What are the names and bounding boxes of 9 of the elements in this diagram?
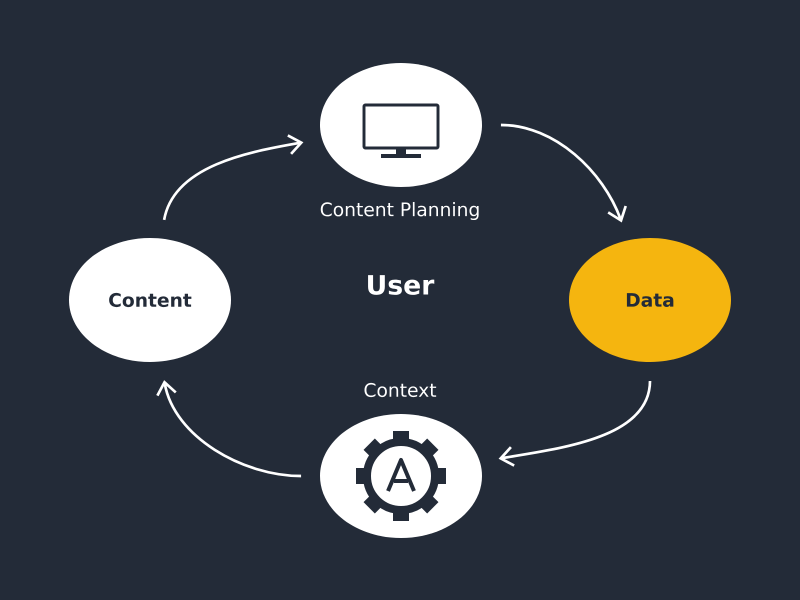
arrow <box>156 380 302 478</box>
node-label: Data <box>626 293 674 307</box>
arrow <box>162 134 304 220</box>
center-label: User <box>368 275 434 295</box>
node-label: Content Planning <box>320 202 479 220</box>
node-label: Content <box>109 292 192 308</box>
arrow <box>500 124 627 222</box>
arrow <box>498 380 652 467</box>
node-label: Context <box>364 382 436 398</box>
